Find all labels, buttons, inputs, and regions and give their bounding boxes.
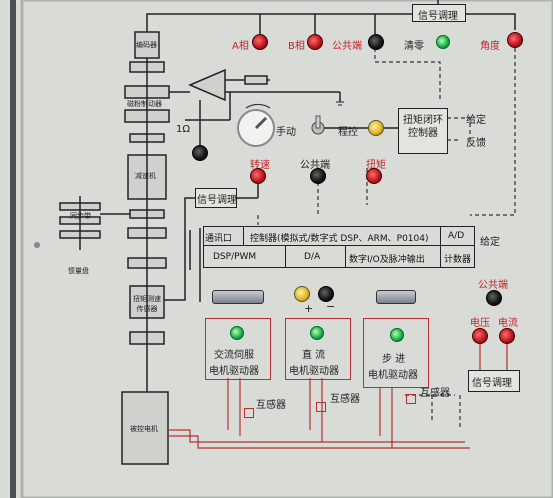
table-col-divider-2	[440, 226, 441, 268]
mutual-inductor-1-label: 互感器	[256, 400, 286, 411]
signal-conditioning-right	[468, 370, 520, 392]
controller-label: 控制器(模拟式/数字式 DSP、ARM、P0104)	[250, 234, 429, 244]
clear-button[interactable]	[436, 35, 450, 49]
reducer-label: 减速机	[135, 172, 156, 180]
da-minus-label: −	[326, 300, 336, 313]
dc-led	[310, 326, 324, 340]
mutual-inductor-3-label: 互感器	[420, 388, 450, 399]
table-col-divider-3	[285, 245, 286, 268]
mutual-inductor-2-label: 互感器	[330, 394, 360, 405]
da-plus-label: +	[304, 302, 314, 315]
ac-servo-label-1: 交流伺服	[214, 350, 254, 361]
dsp-pwm-label: DSP/PWM	[213, 252, 257, 262]
ad-label: A/D	[448, 231, 465, 241]
common-mid-label: 公共端	[300, 160, 330, 171]
controlled-motor-label: 被控电机	[130, 425, 158, 433]
common-mid-terminal[interactable]	[310, 168, 326, 184]
ac-servo-driver	[205, 318, 271, 380]
right-common-label: 公共端	[478, 280, 508, 291]
comm-port-label: 通讯口	[205, 234, 233, 244]
phase-a-terminal[interactable]	[252, 34, 268, 50]
counter-label: 计数器	[444, 255, 472, 265]
angle-terminal[interactable]	[507, 32, 523, 48]
signal-conditioning-right-label: 信号调理	[472, 378, 512, 389]
stepper-label-1: 步 进	[382, 354, 406, 365]
mutual-inductor-1	[244, 408, 254, 418]
feedback-label: 反馈	[466, 138, 486, 149]
controller-table	[203, 226, 475, 268]
stepper-driver	[363, 318, 429, 388]
table-row-divider	[203, 245, 475, 246]
common-top-terminal[interactable]	[368, 34, 384, 50]
digital-io-connector[interactable]	[376, 290, 416, 304]
mutual-inductor-2	[316, 402, 326, 412]
setpoint-right-label: 给定	[480, 237, 500, 248]
resistor-label: 1Ω	[176, 124, 191, 135]
dc-driver	[285, 318, 351, 380]
setpoint-label: 给定	[466, 115, 486, 126]
current-terminal[interactable]	[499, 328, 515, 344]
table-col-divider-1	[243, 226, 244, 245]
common-top-label: 公共端	[332, 41, 362, 52]
encoder-label: 编码器	[136, 41, 157, 49]
current-label: 电流	[498, 318, 518, 329]
stepper-label-2: 电机驱动器	[368, 370, 418, 381]
mutual-inductor-3	[406, 394, 416, 404]
voltage-label: 电压	[470, 318, 490, 329]
magnetic-brake-label: 磁粉制动器	[127, 100, 162, 108]
dc-label-1: 直 流	[302, 350, 326, 361]
torque-label: 扭矩	[366, 160, 386, 171]
torque-loop-controller-label: 扭矩闭环控制器	[403, 115, 443, 139]
da-minus-terminal[interactable]	[318, 286, 334, 302]
program-label: 程控	[338, 127, 358, 138]
flywheel-label: 惯量盘	[68, 267, 89, 275]
signal-conditioning-mid-label: 信号调理	[197, 195, 237, 206]
screw-left	[34, 242, 40, 248]
da-plus-terminal[interactable]	[294, 286, 310, 302]
frame-edge	[10, 0, 16, 498]
phase-b-label: B相	[288, 41, 305, 52]
ac-servo-led	[230, 326, 244, 340]
program-terminal[interactable]	[368, 120, 384, 136]
dc-label-2: 电机驱动器	[289, 366, 339, 377]
torque-sensor-label: 扭矩测速传感器	[133, 295, 161, 313]
torque-terminal[interactable]	[366, 168, 382, 184]
phase-a-label: A相	[232, 41, 249, 52]
phase-b-terminal[interactable]	[307, 34, 323, 50]
signal-conditioning-top-label: 信号调理	[418, 11, 458, 22]
signal-conditioning-top	[412, 4, 466, 22]
manual-label: 手动	[276, 127, 296, 138]
right-common-terminal[interactable]	[486, 290, 502, 306]
torque-loop-controller	[398, 108, 448, 154]
resistor-terminal[interactable]	[192, 145, 208, 161]
table-col-divider-4	[345, 245, 346, 268]
dsp-pwm-connector[interactable]	[212, 290, 264, 304]
synchronous-belt-label: 同步带	[70, 212, 91, 220]
speed-label: 转速	[250, 160, 270, 171]
speed-terminal[interactable]	[250, 168, 266, 184]
digital-io-label: 数字I/O及脉冲输出	[349, 255, 425, 265]
ac-servo-label-2: 电机驱动器	[209, 366, 259, 377]
signal-conditioning-mid	[195, 188, 237, 208]
angle-label: 角度	[480, 41, 500, 52]
stepper-led	[390, 328, 404, 342]
da-label: D/A	[304, 252, 321, 262]
voltage-terminal[interactable]	[472, 328, 488, 344]
clear-label: 清零	[404, 41, 424, 52]
